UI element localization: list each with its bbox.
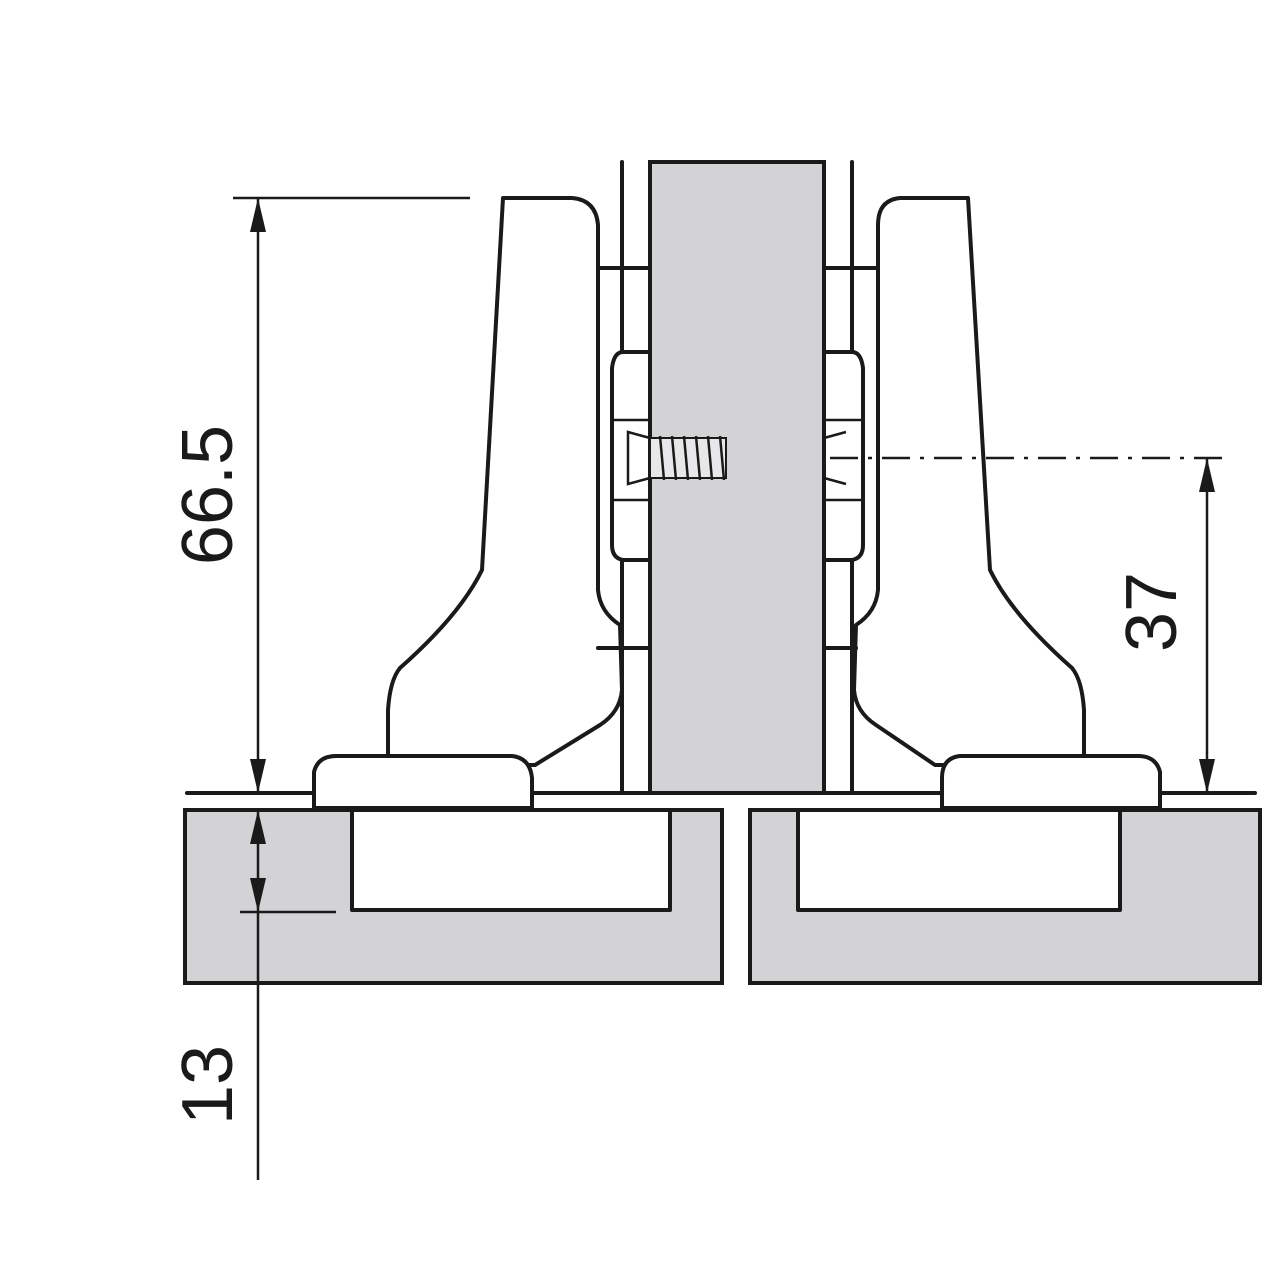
right-door-panel bbox=[748, 808, 1262, 985]
dimension-overall-height: 66.5 bbox=[168, 196, 470, 793]
dimension-door-depth: 13 bbox=[168, 810, 336, 1180]
right-hinge bbox=[822, 196, 1162, 810]
left-hinge bbox=[312, 196, 727, 810]
label-height-overall: 66.5 bbox=[168, 425, 248, 565]
label-screw-height: 37 bbox=[1112, 572, 1192, 652]
screw bbox=[649, 435, 727, 481]
left-door-panel bbox=[183, 808, 724, 985]
dimension-screw-height: 37 bbox=[830, 456, 1222, 793]
label-door-depth: 13 bbox=[168, 1045, 248, 1125]
